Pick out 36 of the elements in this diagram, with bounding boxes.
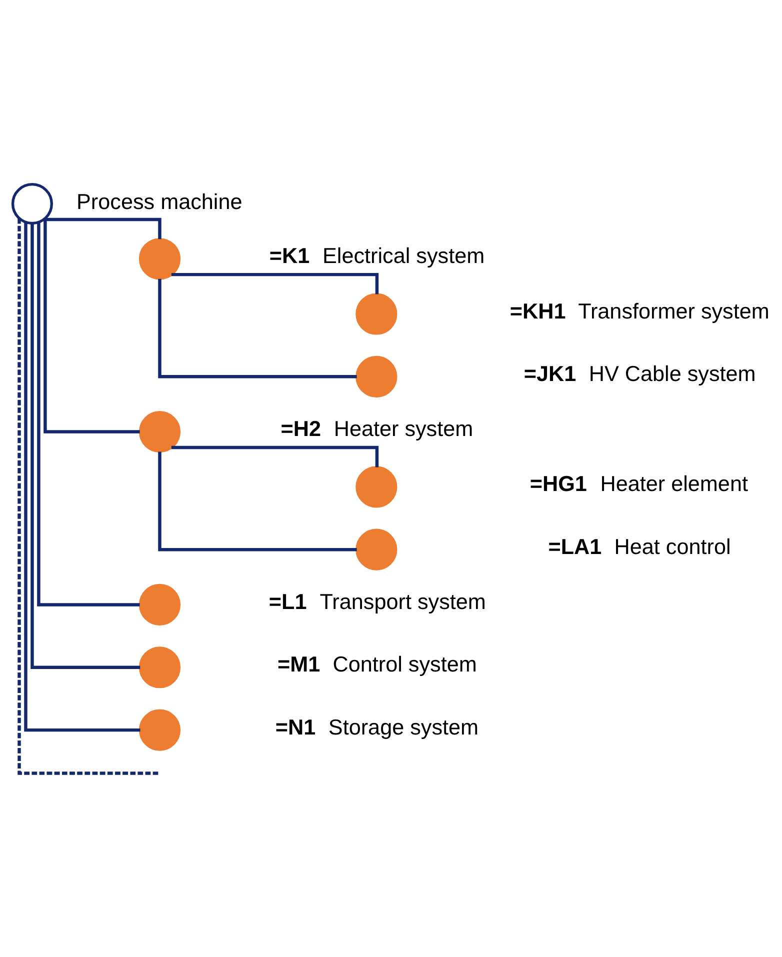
connector [30, 222, 140, 668]
node-label: =HG1 [530, 470, 587, 496]
node-label: HV Cable system [588, 360, 756, 386]
connector [158, 278, 357, 378]
node-circle [138, 238, 181, 280]
node-label: =M1 [278, 651, 320, 676]
node-label: Storage system [328, 714, 479, 739]
node-label: Transport system [320, 588, 486, 614]
connector [158, 451, 357, 551]
node-label: Heat control [614, 533, 731, 558]
node-label: =KH1 [510, 298, 566, 323]
node-label: Electrical system [322, 242, 485, 268]
connector [24, 222, 140, 732]
node-circle [356, 292, 398, 334]
node-label: =L1 [268, 588, 307, 614]
node-circle [11, 182, 54, 224]
node-label: Heater system [334, 416, 474, 441]
node-label: Heater element [600, 470, 748, 496]
node-circle [138, 410, 181, 452]
node-circle [138, 583, 181, 625]
node-label: =N1 [275, 714, 316, 739]
node-circle [356, 355, 398, 397]
node-label: Transformer system [578, 298, 770, 323]
node-label: =H2 [280, 416, 322, 441]
node-circle [356, 466, 398, 508]
node-label: Control system [332, 651, 477, 676]
node-label: =JK1 [524, 360, 576, 386]
node-circle [138, 646, 181, 688]
connector [37, 222, 140, 606]
node-circle [138, 708, 181, 750]
node-label: =K1 [269, 242, 310, 268]
node-label: Process machine [76, 188, 242, 214]
connector [18, 218, 160, 774]
connector [44, 217, 162, 239]
node-label: =LA1 [548, 533, 602, 558]
node-circle [356, 528, 398, 570]
